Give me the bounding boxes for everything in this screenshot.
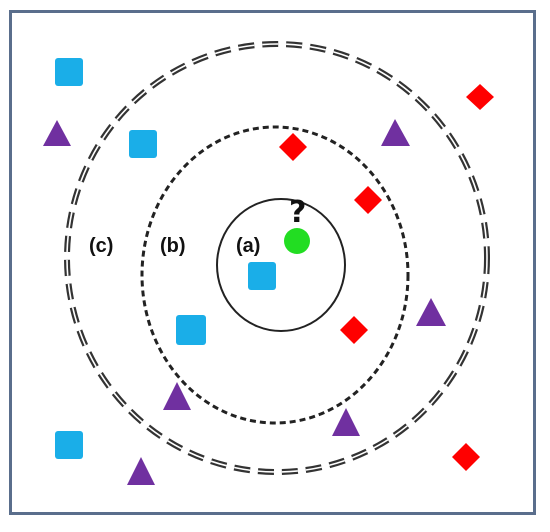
- diamond-point: [452, 443, 480, 471]
- diamond-point: [466, 84, 494, 110]
- diamond-point: [340, 316, 368, 344]
- region-b-label: (b): [160, 235, 186, 257]
- triangle-point: [416, 298, 446, 326]
- diamond-point: [279, 133, 307, 161]
- square-point: [55, 431, 83, 459]
- region-c-label: (c): [89, 235, 113, 257]
- square-point: [176, 315, 206, 345]
- query-point: [284, 228, 310, 254]
- triangle-point: [43, 120, 71, 146]
- circle-c: [64, 41, 490, 475]
- triangle-point: [163, 382, 191, 410]
- triangle-point: [127, 457, 155, 485]
- region-a-label: (a): [236, 235, 260, 257]
- triangle-point: [332, 408, 360, 436]
- circle-a: [216, 198, 346, 332]
- square-point: [248, 262, 276, 290]
- square-point: [55, 58, 83, 86]
- circle-b: [140, 125, 410, 425]
- diamond-point: [354, 186, 382, 214]
- square-point: [129, 130, 157, 158]
- query-mark: ?: [289, 195, 306, 230]
- triangle-point: [381, 119, 410, 146]
